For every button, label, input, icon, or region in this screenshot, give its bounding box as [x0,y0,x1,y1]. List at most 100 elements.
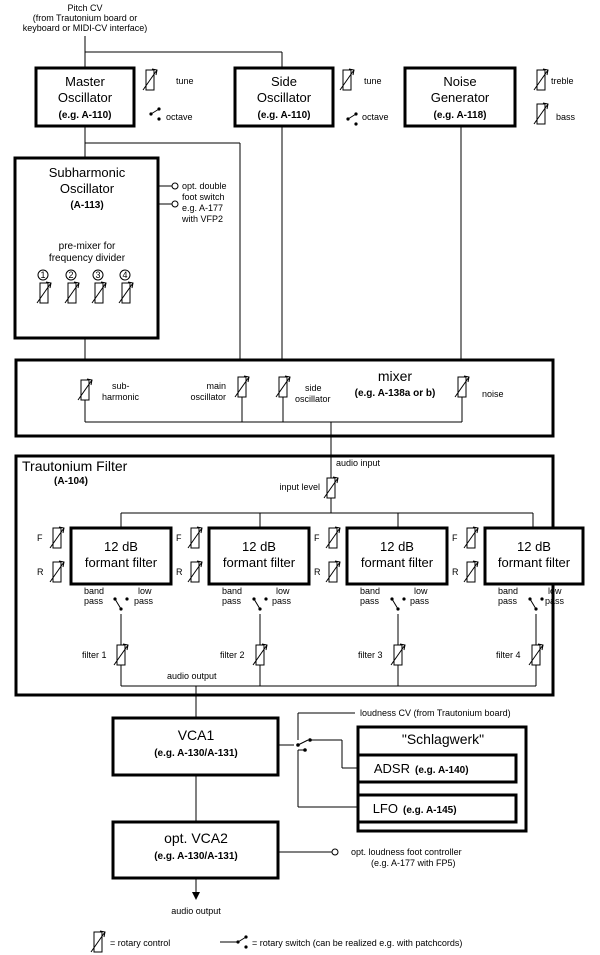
foot-switch-label: with VFP2 [181,214,223,224]
mixer-channel-label: harmonic [102,392,140,402]
tune-label: tune [176,76,194,86]
labels: Pitch CV (from Trautonium board or keybo… [22,3,576,948]
filter-model: (A-104) [54,476,88,487]
low-pass-label: low [276,586,290,596]
mixer-pot-icon [234,375,250,398]
number-1-icon [37,269,49,281]
foot-switch-label: e.g. A-177 [182,203,223,213]
formant-filter-3-box [345,526,449,586]
mixer-pot-icon [454,375,470,398]
octave-label: octave [166,112,193,122]
mixer-channel-label: sub- [112,381,130,391]
tune-label: tune [364,76,382,86]
mixer-pot-icon [77,378,93,401]
formant-filter-title: formant filter [85,555,158,570]
mixer-box [14,358,555,438]
filter-mode-switch-icon [112,596,130,612]
number-2-icon [65,269,77,281]
formant-filter-title: 12 dB [380,539,414,554]
low-pass-label: low [414,586,428,596]
input-level-pot-icon [323,476,339,499]
side-osc-model: (e.g. A-110) [258,110,311,121]
band-pass-label: band [360,586,380,596]
mixer-channel-label: oscillator [190,392,226,402]
lfo-model: (e.g. A-145) [403,805,457,816]
noise-gen-model: (e.g. A-118) [434,110,487,121]
filter-mode-switch-icon [251,596,269,612]
band-pass-label: band [498,586,518,596]
mixer-channel-label: noise [482,389,504,399]
premixer-number: 1 [40,270,45,280]
subharmonic-oscillator-box [13,156,160,340]
tune-pot-icon [339,68,355,91]
filter-4-label: filter 4 [496,650,521,660]
noise-generator-box [403,66,517,128]
formant-filter-title: formant filter [223,555,296,570]
bass-pot-icon [533,102,549,125]
f-pot-icon [325,526,341,549]
treble-pot-icon [533,68,549,91]
loudness-foot-jack-icon [331,848,339,856]
master-osc-model: (e.g. A-110) [59,110,112,121]
r-label: R [314,567,321,577]
noise-gen-title: Generator [431,90,490,105]
schlagwerk-title: "Schlagwerk" [402,731,484,747]
r-label: R [37,567,44,577]
loudness-cv-label: loudness CV (from Trautonium board) [360,708,511,718]
subharmonic-model: (A-113) [70,200,103,211]
low-pass-label: low [548,586,562,596]
treble-label: treble [551,76,574,86]
pitch-cv-source: keyboard or MIDI-CV interface) [23,23,148,33]
filter-2-label: filter 2 [220,650,245,660]
f-label: F [314,533,320,543]
f-pot-icon [49,526,65,549]
low-pass-label: pass [134,596,154,606]
mixer-channel-label: oscillator [295,394,331,404]
r-pot-icon [325,560,341,583]
master-osc-title: Master [65,74,105,89]
foot-switch-jack-icon [171,200,179,208]
filter-level-pot-icon [528,643,544,666]
subharmonic-title: Oscillator [60,181,115,196]
fr-labels: F R F R F R F R [37,533,459,577]
tune-pot-icon [142,68,158,91]
low-pass-label: pass [272,596,292,606]
vca1-box [111,716,280,777]
controls [36,68,549,953]
noise-gen-title: Noise [443,74,476,89]
formant-filter-title: 12 dB [242,539,276,554]
bass-label: bass [556,112,576,122]
r-pot-icon [463,560,479,583]
foot-switch-jack-icon [171,182,179,190]
side-osc-title: Oscillator [257,90,312,105]
f-pot-icon [463,526,479,549]
premixer-number: 2 [68,270,73,280]
mixer-channel-label: main [206,381,226,391]
loudness-foot-label: opt. loudness foot controller [351,847,462,857]
number-4-icon [119,269,131,281]
f-label: F [176,533,182,543]
vca2-box [111,820,280,880]
r-pot-icon [187,560,203,583]
filter-title: Trautonium Filter [22,458,128,474]
mixer-channel-label: side [305,383,322,393]
vca1-title: VCA1 [178,727,215,743]
r-label: R [452,567,459,577]
pitch-cv-source: (from Trautonium board or [33,13,138,23]
formant-filter-labels: 12 dB formant filter 12 dB formant filte… [85,539,571,570]
filter-level-pot-icon [390,643,406,666]
filter-mode-switch-icon [389,596,407,612]
band-pass-label: band [84,586,104,596]
octave-switch-icon [148,106,162,122]
subharmonic-title: Subharmonic [49,165,126,180]
filter-1-label: filter 1 [82,650,107,660]
foot-switch-label: foot switch [182,192,225,202]
loudness-foot-label: (e.g. A-177 with FP5) [371,858,456,868]
r-label: R [176,567,183,577]
low-pass-label: low [138,586,152,596]
mixer-model: (e.g. A-138a or b) [355,388,436,399]
premixer-number: 3 [95,270,100,280]
filter-level-pot-icon [252,643,268,666]
low-pass-label: pass [410,596,430,606]
